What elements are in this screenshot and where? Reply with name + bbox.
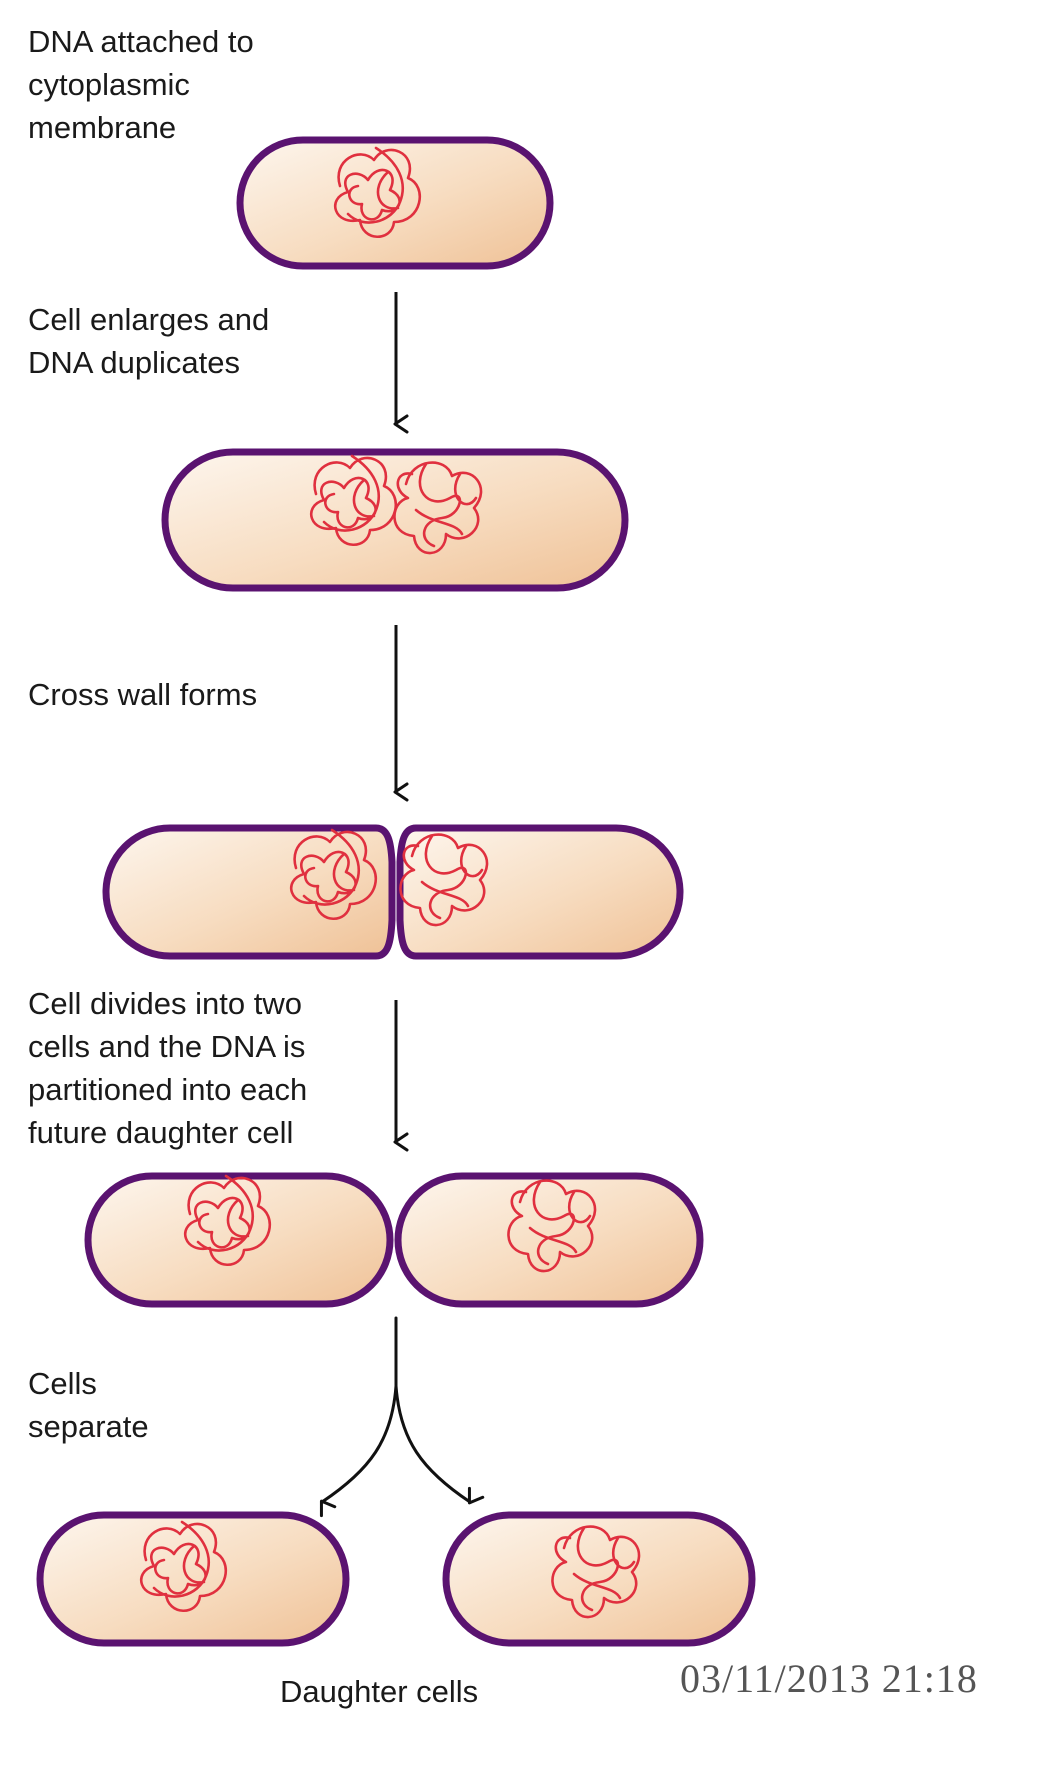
label-dna-attached: DNA attached to cytoplasmic membrane [28, 24, 254, 145]
cell-stage-1 [236, 136, 554, 270]
label-cells-separate: Cells separate [28, 1366, 149, 1444]
label-cross-wall: Cross wall forms [28, 677, 258, 712]
timestamp: 03/11/2013 21:18 [680, 1656, 978, 1701]
cell-stage-4 [84, 1172, 704, 1308]
arrow-split [319, 1316, 485, 1518]
cell-stage-3 [102, 824, 684, 960]
cell-stage-2 [161, 448, 629, 592]
label-cell-enlarges: Cell enlarges and DNA duplicates [28, 302, 270, 380]
label-daughter-cells: Daughter cells [280, 1674, 479, 1709]
daughter-cell-right [442, 1511, 756, 1647]
daughter-cell-left [36, 1511, 350, 1647]
label-cell-divides: Cell divides into two cells and the DNA … [28, 986, 308, 1150]
